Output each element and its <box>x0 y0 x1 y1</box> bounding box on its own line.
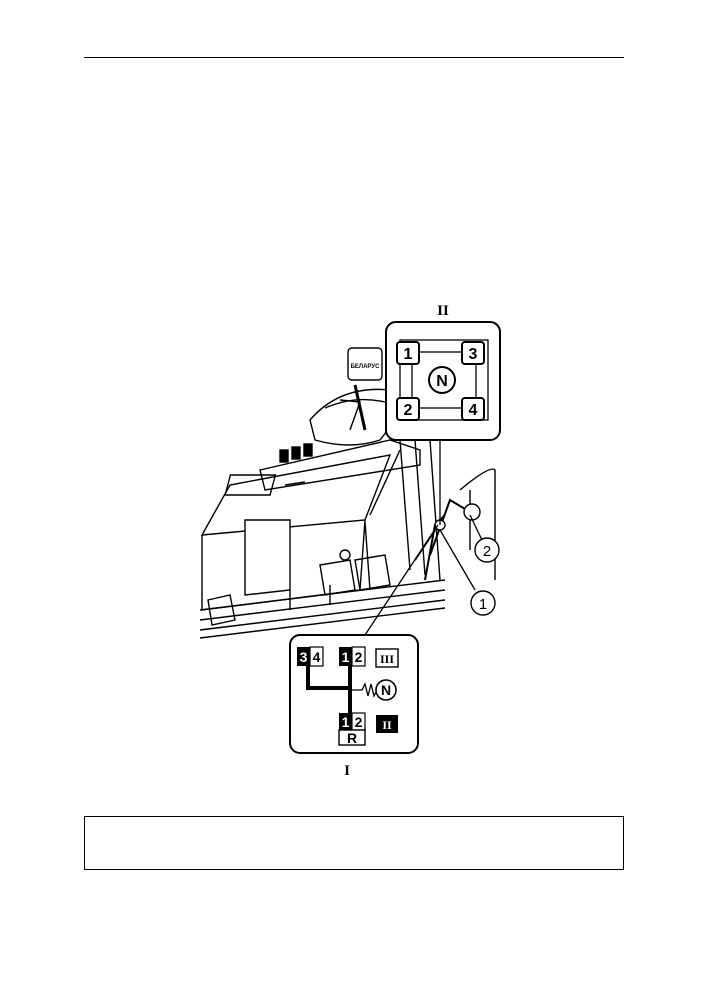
upper-shift-pattern: 1 3 2 4 N <box>385 321 501 441</box>
lower-gear-1-high: 1 <box>342 649 350 665</box>
tractor-badge: БЕЛАРУС <box>351 364 381 370</box>
callout-2-label: 2 <box>483 543 491 560</box>
lower-gear-4: 4 <box>313 649 321 665</box>
range-high-label: III <box>380 652 394 666</box>
lower-reverse: R <box>347 730 357 746</box>
tractor-cab-drawing <box>199 347 496 639</box>
label-lower-roman: I <box>344 763 350 779</box>
upper-gear-1: 1 <box>404 346 413 363</box>
lower-neutral: N <box>381 682 391 698</box>
top-rule <box>84 57 624 58</box>
upper-gear-3: 3 <box>469 346 478 363</box>
label-upper-roman: II <box>437 303 449 319</box>
callout-1: 1 <box>470 590 496 616</box>
range-high-icon: III <box>375 648 399 668</box>
lower-shift-pattern: 3 4 1 2 1 2 R N III II <box>289 634 419 754</box>
range-low-label: II <box>382 718 392 732</box>
lower-gear-2-low: 2 <box>355 714 363 730</box>
callout-2: 2 <box>474 537 500 563</box>
upper-gear-4: 4 <box>469 402 478 419</box>
caption-box <box>84 816 624 870</box>
upper-gear-2: 2 <box>404 402 413 419</box>
leader-lines <box>364 438 483 636</box>
upper-neutral: N <box>436 373 448 390</box>
lower-gear-2-high: 2 <box>355 649 363 665</box>
gearshift-figure: 1 3 2 4 N 3 4 1 2 <box>190 290 510 790</box>
lower-gear-3: 3 <box>300 649 308 665</box>
callout-1-label: 1 <box>479 596 487 613</box>
lower-gear-1-low: 1 <box>342 714 350 730</box>
range-low-icon: II <box>376 715 398 733</box>
